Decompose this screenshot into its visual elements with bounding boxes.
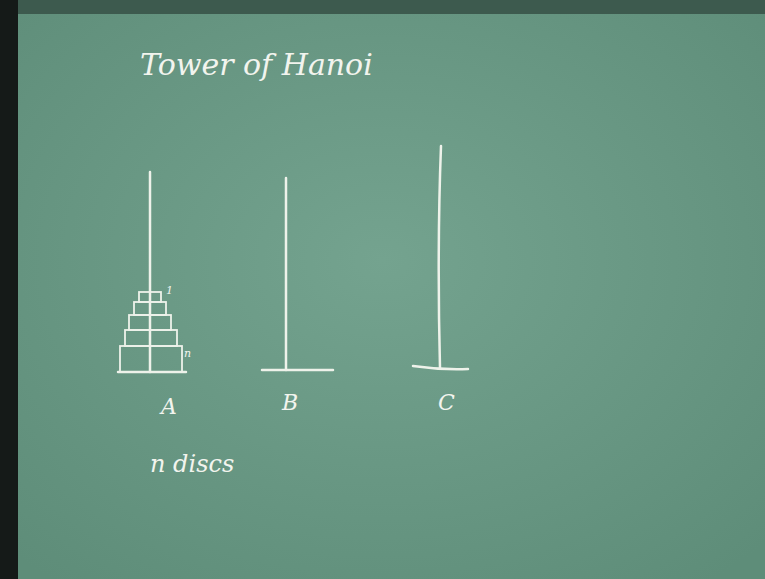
disc-number: n — [184, 348, 191, 359]
disc-count-note: n discs — [150, 452, 234, 476]
disc — [134, 302, 166, 315]
peg-c-base — [413, 366, 468, 369]
disc — [139, 292, 161, 302]
peg-b — [285, 178, 288, 370]
board-left-edge — [0, 0, 18, 579]
disc — [125, 330, 177, 346]
peg-name: B — [282, 392, 298, 414]
disc — [120, 346, 182, 372]
discs — [120, 292, 182, 372]
disc — [129, 315, 171, 330]
peg-c — [439, 146, 441, 368]
peg-b-base — [262, 369, 333, 372]
peg-a — [149, 172, 152, 372]
pegs — [118, 146, 468, 372]
peg-name: C — [438, 392, 455, 414]
board-title: Tower of Hanoi — [140, 50, 373, 80]
peg-name: A — [161, 396, 177, 418]
board-top-edge — [0, 0, 765, 14]
disc-number: 1 — [166, 285, 173, 296]
